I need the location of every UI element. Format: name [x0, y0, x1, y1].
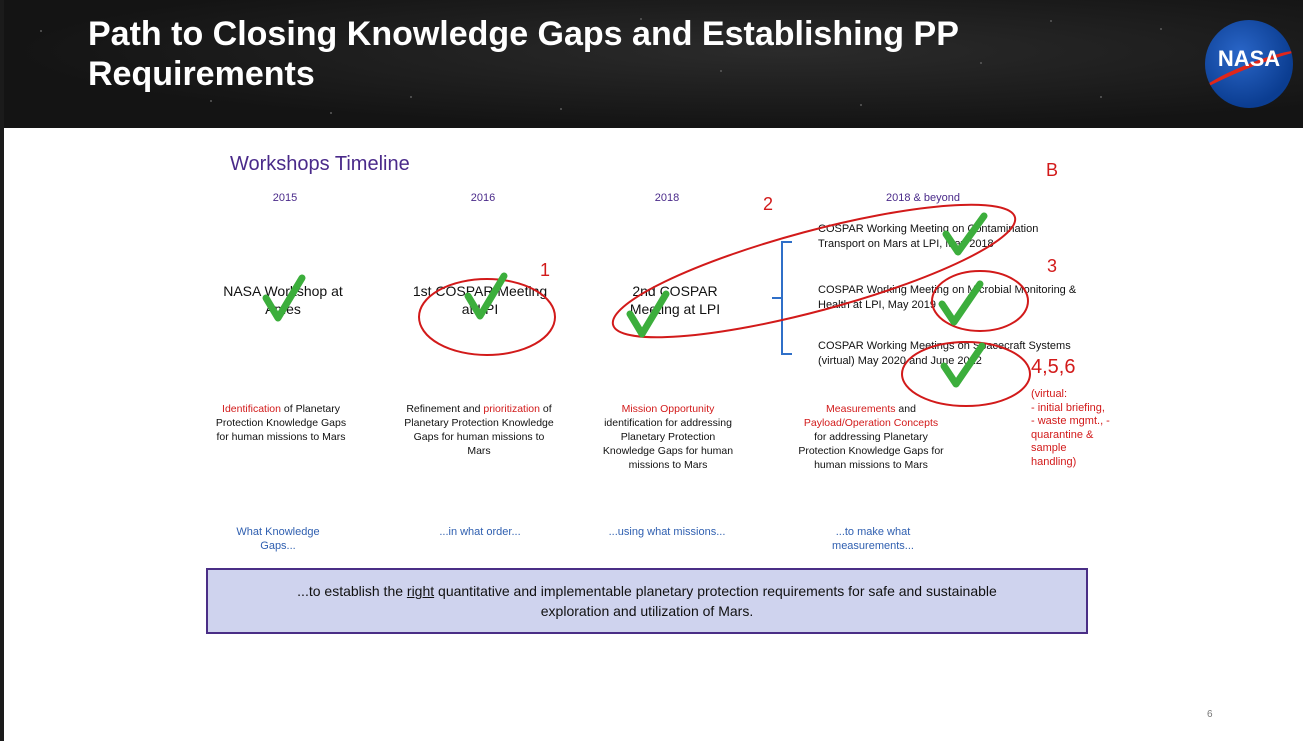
stage-description: Identification of Planetary Protection K…: [215, 403, 347, 443]
page-number: 6: [1207, 709, 1213, 720]
year-label: 2015: [272, 192, 298, 204]
goal-statement: ...to establish the right quantitative a…: [297, 583, 997, 619]
annotation-label: B: [1046, 160, 1059, 180]
checkmark-icon: [464, 272, 508, 320]
nasa-logo-icon: NASA: [1205, 20, 1293, 108]
goal-banner: ...to establish the right quantitative a…: [206, 568, 1088, 634]
annotation-note: (virtual: - initial briefing, - waste mg…: [1031, 388, 1110, 468]
year-label: 2018: [654, 192, 680, 204]
circle-annotation-1: [418, 278, 556, 356]
year-label: 2016: [470, 192, 496, 204]
stage-description: Refinement and prioritization of Planeta…: [404, 403, 554, 457]
annotation-label: 2: [763, 194, 774, 214]
stage-question: What Knowledge Gaps...: [236, 526, 320, 552]
checkmark-icon: [626, 290, 670, 338]
annotation-label: 3: [1047, 256, 1058, 276]
year-label: 2018 & beyond: [885, 192, 960, 204]
ellipse-annotation-2: [611, 203, 1017, 339]
checkmark-icon: [940, 342, 986, 388]
stage-description: Measurements and Payload/Operation Conce…: [798, 403, 944, 471]
circle-annotation-456: [901, 341, 1031, 407]
annotation-label: 4,5,6: [1031, 356, 1076, 378]
slide-title: Path to Closing Knowledge Gaps and Estab…: [88, 15, 959, 93]
nasa-logo-text: NASA: [1217, 46, 1281, 71]
timeline-heading: Workshops Timeline: [230, 153, 410, 175]
checkmark-icon: [942, 212, 988, 256]
stage-question: ...using what missions...: [608, 526, 726, 538]
checkmark-icon: [262, 274, 306, 322]
stage-question: ...in what order...: [439, 526, 521, 538]
meetings-bracket-icon: [772, 241, 792, 355]
stage-question: ...to make what measurements...: [832, 526, 914, 552]
checkmark-icon: [938, 280, 984, 326]
stage-description: Mission Opportunity identification for a…: [602, 403, 734, 471]
title-bar: Path to Closing Knowledge Gaps and Estab…: [0, 0, 1303, 128]
circle-annotation-3: [931, 270, 1029, 332]
annotation-label: 1: [540, 260, 551, 280]
slide-border: [0, 0, 4, 741]
